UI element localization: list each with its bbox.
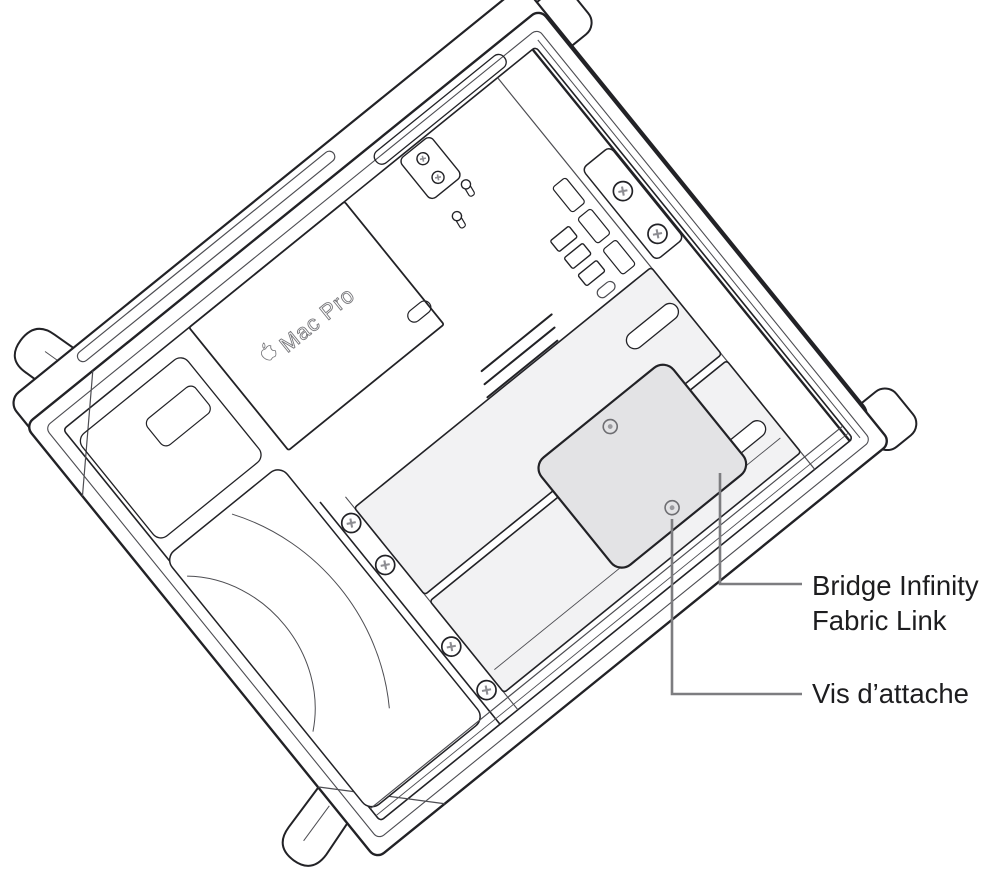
rear-foot-line	[303, 805, 330, 842]
bridge-infinity-fabric-link-cover	[537, 363, 748, 569]
mpx-vent	[577, 208, 611, 244]
right-rail-lip	[537, 39, 861, 439]
vent-slot	[486, 339, 559, 399]
callout-screw-label: Vis d’attache	[812, 678, 969, 709]
fan-module-upper	[79, 357, 262, 539]
divider-rail	[319, 501, 501, 725]
mpx-vents	[552, 177, 636, 275]
bottom-rim-line	[375, 432, 849, 817]
shell-rim-slot	[76, 150, 336, 363]
latch-bracket-top	[400, 136, 461, 200]
callout-bridge-label-line1: Bridge Infinity	[812, 570, 979, 601]
fan-curve	[187, 575, 316, 732]
vent-slots	[480, 313, 559, 399]
callout-screw: Vis d’attache	[670, 519, 969, 709]
latch-slot	[373, 53, 507, 165]
callout-bridge-label-line2: Fabric Link	[812, 605, 947, 636]
apple-logo-icon	[261, 342, 277, 361]
chassis-inner-lip	[47, 30, 869, 838]
mpx-vent	[603, 240, 636, 275]
right-rail-gap	[531, 48, 851, 442]
hdmi-port	[564, 243, 592, 269]
callout-bridge: Bridge Infinity Fabric Link	[718, 473, 979, 636]
vent-slot	[480, 313, 553, 373]
psu-block	[188, 201, 445, 451]
callout-bridge-line	[718, 473, 802, 586]
usb-port	[577, 260, 606, 287]
mac-pro-chassis: Mac Pro	[12, 0, 918, 867]
io-ports	[550, 226, 616, 299]
fan-curve	[231, 513, 390, 709]
mpx-vent	[552, 177, 585, 213]
bottom-rim-line	[369, 425, 844, 810]
panel-handle-slot	[625, 302, 680, 350]
fan-tab	[145, 385, 211, 447]
hdmi-port	[550, 226, 578, 252]
vent-slot	[483, 326, 556, 386]
callout-screw-line	[670, 519, 802, 696]
corner-brace-top	[81, 370, 94, 497]
usbc-cutout	[407, 300, 432, 323]
fan-assembly	[168, 469, 481, 808]
usbc-port	[596, 280, 616, 299]
